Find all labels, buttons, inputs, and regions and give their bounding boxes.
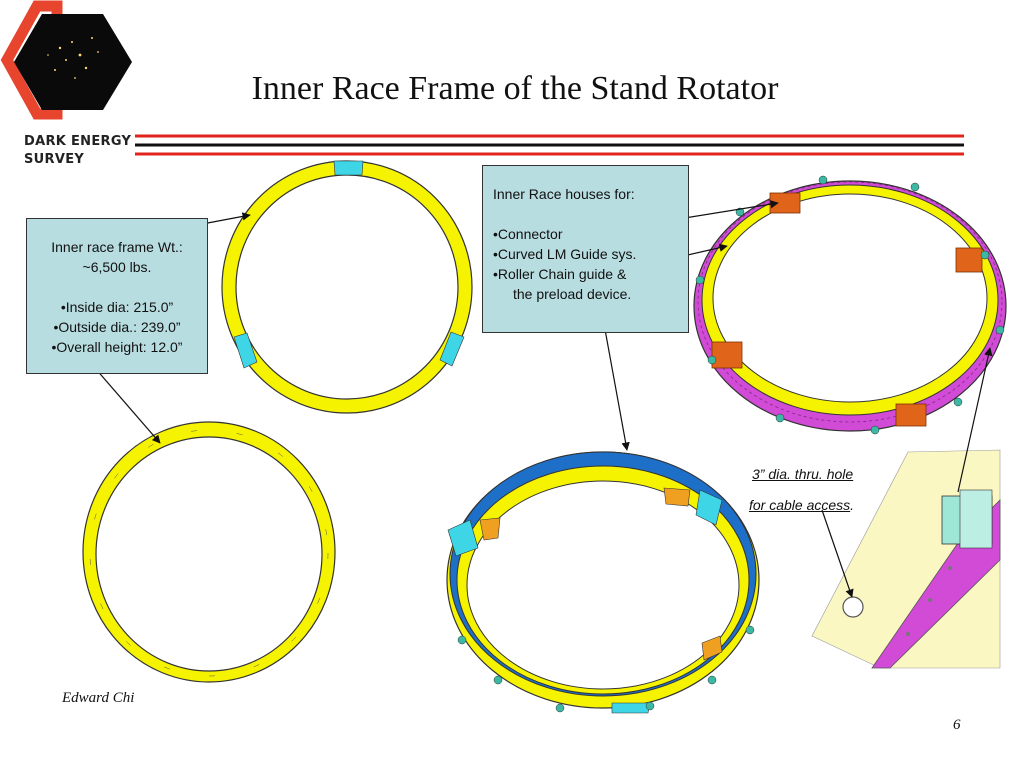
ring-perspective-view-icon [82,421,336,683]
spec-outside-dia: •Outside dia.: 239.0” [53,319,181,335]
cable-hole-detail-icon [811,449,1001,669]
houses-item-preload: the preload device. [513,286,632,302]
logo-hex-starfield-icon [14,14,132,110]
author-footer: Edward Chi [62,690,135,706]
hole-note-period: . [850,497,855,513]
callout-weight-value: ~6,500 lbs. [82,259,152,275]
page-title: Inner Race Frame of the Stand Rotator [251,70,779,107]
brand-line-2: SURVEY [24,152,85,167]
callout-weight-label: Inner race frame Wt.: [51,239,183,255]
logo-stars-icon [47,37,99,79]
brand-line-1: DARK ENERGY [24,134,132,149]
houses-item-lm-guide: •Curved LM Guide sys. [493,246,637,262]
spec-overall-height: •Overall height: 12.0” [51,339,183,355]
hole-note-cable-access: for cable access [749,497,851,513]
hole-note-line2: for cable access. [749,497,854,513]
houses-item-connector: •Connector [493,226,563,242]
callout-houses-heading: Inner Race houses for: [493,186,635,202]
ring-assembly-magenta-icon [693,175,1007,435]
ring-assembly-blue-icon [446,451,760,714]
hole-note-line1: 3” dia. thru. hole [752,466,854,482]
houses-item-roller-chain: •Roller Chain guide & [493,266,627,282]
spec-inside-dia: •Inside dia: 215.0” [60,299,174,315]
page-number: 6 [953,717,961,733]
brand-wordmark: DARK ENERGY SURVEY [24,133,131,169]
ring-top-view-icon [221,160,473,414]
callout-frame-specs: Inner race frame Wt.: ~6,500 lbs. •Insid… [26,218,208,374]
callout-houses-for: Inner Race houses for: •Connector •Curve… [482,165,689,333]
